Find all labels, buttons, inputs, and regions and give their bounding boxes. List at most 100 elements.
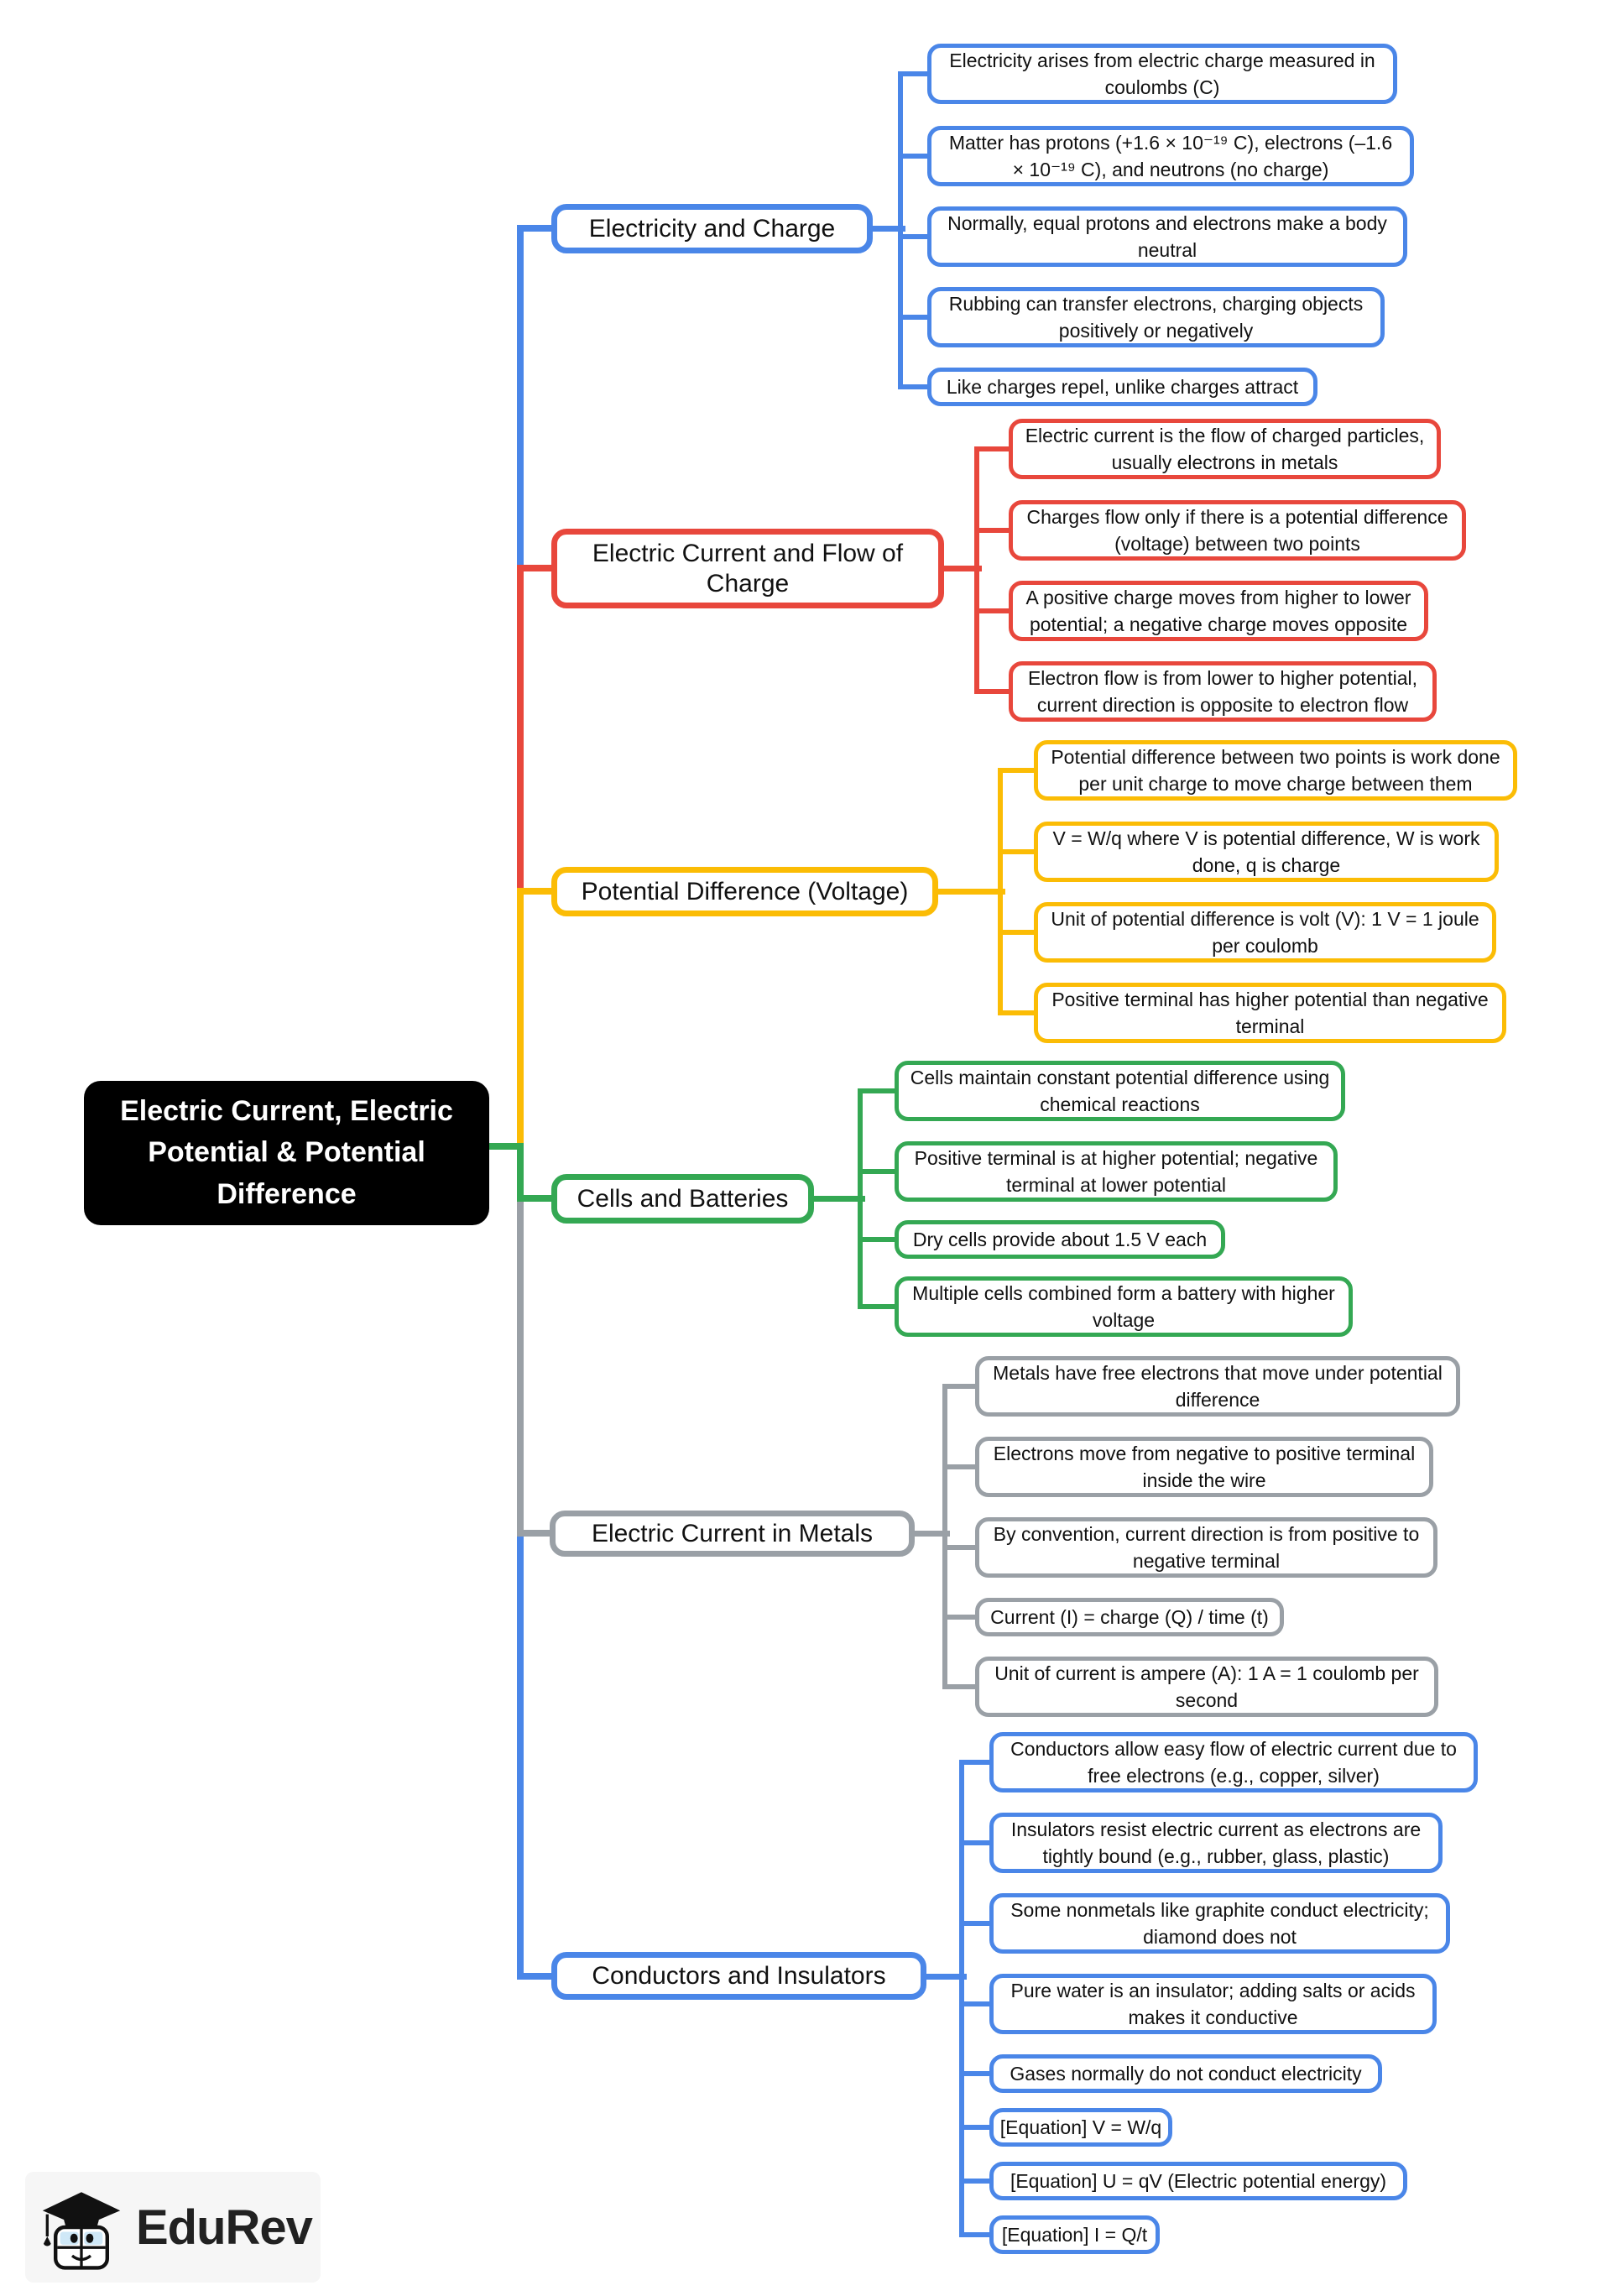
leaf-node-5-2: Some nonmetals like graphite conduct ele…	[989, 1893, 1450, 1954]
leaf-node-5-6: [Equation] U = qV (Electric potential en…	[989, 2162, 1407, 2200]
leaf-text: Unit of potential difference is volt (V)…	[1051, 907, 1479, 957]
leaf-connector	[860, 1237, 896, 1242]
leaf-text: Cells maintain constant potential differ…	[910, 1066, 1330, 1115]
node-to-leaves-connector	[811, 1196, 865, 1202]
leaf-node-3-0: Cells maintain constant potential differ…	[895, 1061, 1345, 1121]
leaf-node-2-0: Potential difference between two points …	[1034, 740, 1517, 801]
leaf-text: Like charges repel, unlike charges attra…	[946, 375, 1299, 398]
leaf-text: Positive terminal is at higher potential…	[914, 1146, 1318, 1196]
leaf-node-2-1: V = W/q where V is potential difference,…	[1034, 822, 1499, 882]
branch-label: Electric Current and Flow of Charge	[592, 539, 904, 597]
leaf-text: Normally, equal protons and electrons ma…	[947, 211, 1387, 261]
main-spine-segment	[517, 1143, 524, 1202]
branch-connector	[517, 225, 555, 232]
leaf-text: Conductors allow easy flow of electric c…	[1010, 1737, 1457, 1787]
leaf-node-0-1: Matter has protons (+1.6 × 10⁻¹⁹ C), ele…	[927, 126, 1414, 186]
leaf-text: V = W/q where V is potential difference,…	[1052, 827, 1480, 876]
leaf-connector	[962, 1921, 991, 1926]
leaf-connector	[860, 1169, 896, 1174]
leaf-node-5-7: [Equation] I = Q/t	[989, 2215, 1160, 2254]
leaf-text: Electrons move from negative to positive…	[993, 1442, 1416, 1491]
branch-node-1: Electric Current and Flow of Charge	[551, 529, 944, 608]
branch-label: Potential Difference (Voltage)	[581, 877, 909, 905]
leaf-connector	[962, 2179, 991, 2184]
branch-node-4: Electric Current in Metals	[550, 1511, 915, 1557]
branch-connector	[517, 888, 555, 895]
branch-node-2: Potential Difference (Voltage)	[551, 867, 938, 916]
leaf-connector	[1000, 930, 1036, 935]
leaf-node-2-3: Positive terminal has higher potential t…	[1034, 983, 1506, 1043]
leaf-node-4-4: Unit of current is ampere (A): 1 A = 1 c…	[975, 1657, 1438, 1717]
leaf-node-3-3: Multiple cells combined form a battery w…	[895, 1276, 1353, 1337]
branch-node-5: Conductors and Insulators	[551, 1952, 926, 2000]
branch-node-0: Electricity and Charge	[551, 204, 873, 253]
leaf-text: Matter has protons (+1.6 × 10⁻¹⁹ C), ele…	[948, 131, 1393, 180]
leaf-text: Metals have free electrons that move und…	[993, 1361, 1443, 1411]
leaf-text: Pure water is an insulator; adding salts…	[1010, 1979, 1416, 2028]
leaf-connector	[900, 154, 929, 159]
leaf-text: Potential difference between two points …	[1051, 745, 1500, 795]
leaf-node-4-0: Metals have free electrons that move und…	[975, 1356, 1460, 1417]
leaf-node-5-0: Conductors allow easy flow of electric c…	[989, 1732, 1478, 1792]
leaf-text: Electricity arises from electric charge …	[949, 49, 1375, 98]
leaf-connector	[1000, 849, 1036, 854]
leaf-connector	[977, 446, 1010, 451]
central-connector	[486, 1143, 522, 1150]
leaf-connector	[977, 689, 1010, 694]
leaf-connector	[860, 1304, 896, 1309]
leaf-text: Electric current is the flow of charged …	[1025, 424, 1425, 473]
leaf-connector	[962, 1840, 991, 1845]
leaf-connector	[900, 234, 929, 239]
leaf-connector	[945, 1384, 977, 1389]
leaf-node-4-3: Current (I) = charge (Q) / time (t)	[975, 1598, 1284, 1636]
leaf-connector	[900, 71, 929, 76]
leaf-text: Dry cells provide about 1.5 V each	[912, 1228, 1208, 1250]
leaf-text: [Equation] U = qV (Electric potential en…	[1010, 2169, 1387, 2192]
main-spine-segment	[517, 1530, 524, 1980]
leaf-node-5-4: Gases normally do not conduct electricit…	[989, 2054, 1382, 2093]
branch-label: Electricity and Charge	[588, 214, 836, 243]
leaf-text: Gases normally do not conduct electricit…	[1010, 2062, 1362, 2085]
leaf-connector	[962, 2232, 991, 2237]
leaf-connector	[962, 2071, 991, 2076]
branch-label: Electric Current in Metals	[591, 1519, 874, 1547]
leaf-connector	[945, 1615, 977, 1620]
leaf-text: [Equation] I = Q/t	[1001, 2223, 1148, 2246]
main-spine-segment	[517, 565, 524, 895]
node-to-leaves-connector	[941, 566, 982, 571]
branch-label: Cells and Batteries	[577, 1184, 789, 1213]
branch-connector	[517, 1530, 553, 1537]
node-to-leaves-connector	[911, 1531, 950, 1537]
leaf-text: Current (I) = charge (Q) / time (t)	[990, 1605, 1269, 1628]
leaf-connector	[900, 384, 929, 389]
leaf-node-5-5: [Equation] V = W/q	[989, 2108, 1172, 2147]
leaf-text: Electron flow is from lower to higher po…	[1027, 666, 1418, 716]
leaf-node-3-1: Positive terminal is at higher potential…	[895, 1141, 1338, 1202]
leaf-connector	[962, 2001, 991, 2006]
branch-label: Conductors and Insulators	[592, 1961, 886, 1990]
leaf-connector	[900, 315, 929, 320]
leaf-node-2-2: Unit of potential difference is volt (V)…	[1034, 902, 1496, 963]
leaf-connector	[945, 1545, 977, 1550]
leaf-node-5-3: Pure water is an insulator; adding salts…	[989, 1974, 1437, 2034]
branch-node-3: Cells and Batteries	[551, 1174, 814, 1224]
leaf-node-1-1: Charges flow only if there is a potentia…	[1009, 500, 1466, 561]
main-spine-segment	[517, 888, 524, 1150]
leaf-spine	[974, 446, 979, 694]
leaf-spine	[942, 1384, 947, 1689]
leaf-node-1-0: Electric current is the flow of charged …	[1009, 419, 1441, 479]
leaf-connector	[945, 1684, 977, 1689]
node-to-leaves-connector	[923, 1974, 967, 1980]
leaf-connector	[860, 1088, 896, 1093]
leaf-node-4-1: Electrons move from negative to positive…	[975, 1437, 1433, 1497]
leaf-node-0-2: Normally, equal protons and electrons ma…	[927, 206, 1407, 267]
edurev-logo: EduRev	[25, 2172, 321, 2283]
leaf-node-1-2: A positive charge moves from higher to l…	[1009, 581, 1428, 641]
leaf-node-5-1: Insulators resist electric current as el…	[989, 1813, 1443, 1873]
main-spine-segment	[517, 225, 524, 571]
leaf-spine	[898, 71, 903, 389]
graduation-cap-icon	[42, 2192, 121, 2270]
leaf-node-1-3: Electron flow is from lower to higher po…	[1009, 661, 1437, 722]
node-to-leaves-connector	[869, 226, 905, 232]
node-to-leaves-connector	[935, 889, 1005, 895]
